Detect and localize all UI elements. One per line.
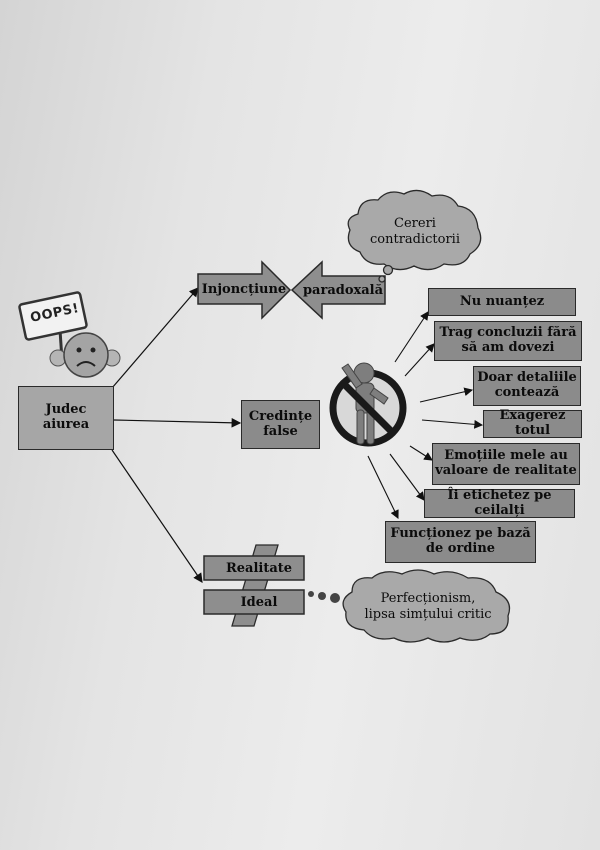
thought-cloud-bottom: [308, 569, 511, 643]
ideal-label: Ideal: [240, 594, 278, 610]
distortion-box: Exagerez totul: [483, 408, 582, 438]
distortion-box: Nu nuanțez: [428, 288, 576, 316]
injunction-left-label: Injoncțiune: [201, 281, 287, 297]
injunction-right-label: paradoxală: [302, 282, 384, 298]
injunction-arrow-left: [197, 260, 292, 320]
sad-face-icon: [49, 332, 121, 378]
distortion-box: Îi etichetez pe ceilalți: [424, 488, 575, 518]
distortion-box: Trag concluzii fără să am dovezi: [434, 321, 582, 361]
not-equal-icon: [203, 544, 305, 627]
thought-cloud-top: [347, 189, 482, 283]
distortion-box: Doar detaliile contează: [473, 366, 581, 406]
root-node: Judec aiurea: [18, 386, 114, 450]
distortion-box: Funcționez pe bază de ordine: [385, 521, 536, 563]
reality-label: Realitate: [225, 560, 293, 576]
distortion-connectors: [367, 311, 484, 519]
injunction-arrow-right: [290, 260, 386, 320]
root-connectors: [111, 287, 242, 583]
prohibition-icon: [329, 362, 407, 447]
distortion-box: Emoțiile mele au valoare de realitate: [432, 443, 580, 485]
cloud-bottom-label: Perfecționism, lipsa simțului critic: [364, 591, 492, 622]
beliefs-node: Credințe false: [241, 400, 320, 449]
cloud-top-label: Cereri contradictorii: [369, 216, 460, 247]
